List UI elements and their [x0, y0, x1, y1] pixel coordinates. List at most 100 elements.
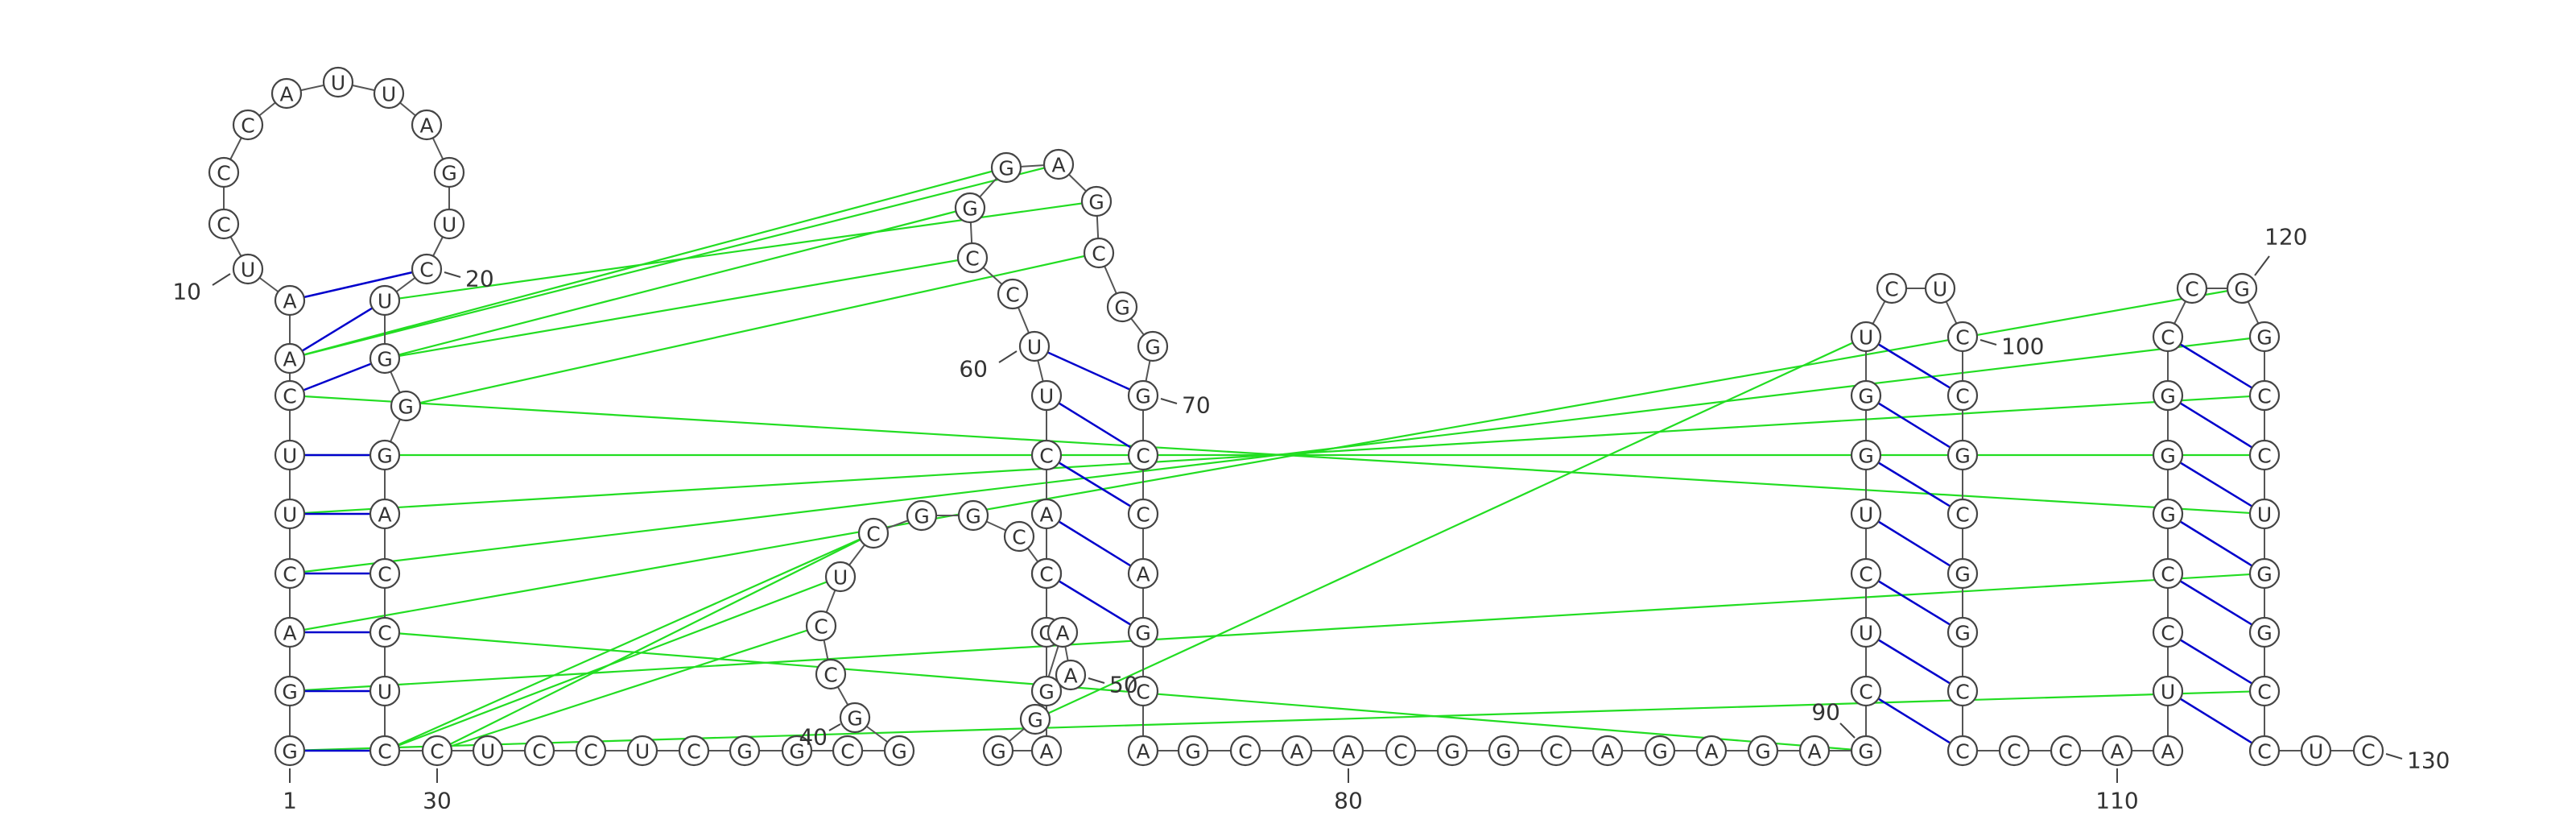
long-range-interaction	[289, 394, 2265, 515]
position-label: 50	[1109, 672, 1138, 698]
nucleotide-letter: U	[1039, 385, 1054, 408]
nucleotide-letter: A	[1039, 503, 1053, 527]
nucleotide-36: G	[729, 735, 761, 767]
nucleotide-19: U	[433, 208, 465, 240]
nucleotide-letter: C	[283, 563, 296, 586]
nucleotide-letter: U	[2309, 740, 2323, 764]
nucleotide-9: A	[274, 284, 306, 317]
nucleotide-letter: G	[2256, 622, 2272, 645]
position-label: 70	[1182, 392, 1211, 419]
nucleotide-letter: G	[1135, 385, 1150, 408]
nucleotide-62: C	[956, 242, 989, 274]
nucleotide-letter: A	[1063, 664, 1077, 688]
base-pair-line	[1865, 689, 1963, 752]
nucleotide-34: U	[626, 735, 658, 767]
nucleotide-37: G	[781, 735, 813, 767]
long-range-interaction	[289, 163, 1059, 360]
nucleotide-75: C	[1127, 675, 1159, 707]
nucleotide-letter: C	[814, 615, 828, 639]
nucleotide-letter: U	[2161, 681, 2175, 704]
nucleotide-letter: G	[1496, 740, 1511, 764]
nucleotide-letter: G	[1088, 191, 1104, 214]
nucleotide-letter: U	[442, 213, 456, 237]
nucleotide-letter: G	[377, 445, 392, 468]
nucleotide-59: U	[1030, 379, 1063, 412]
nucleotide-26: C	[369, 557, 401, 590]
nucleotide-letter: C	[430, 740, 444, 764]
base-pair-line	[2167, 335, 2265, 397]
nucleotide-18: G	[433, 156, 465, 188]
nucleotide-letter: U	[382, 83, 396, 106]
nucleotide-64: G	[990, 151, 1022, 184]
nucleotide-15: U	[322, 66, 354, 98]
nucleotide-110: A	[2101, 735, 2133, 767]
nucleotide-35: C	[678, 735, 710, 767]
base-pair-line	[1046, 512, 1144, 575]
nucleotide-letter: G	[1027, 709, 1042, 732]
nucleotide-69: G	[1137, 330, 1169, 362]
nucleotide-17: A	[411, 109, 443, 141]
base-pair-line	[2167, 394, 2265, 457]
nucleotide-96: G	[1850, 379, 1882, 412]
nucleotide-letter: U	[378, 681, 392, 704]
nucleotide-letter: A	[1136, 740, 1150, 764]
nucleotide-letter: G	[1858, 385, 1873, 408]
nucleotide-letter: U	[283, 503, 297, 527]
nucleotide-letter: G	[914, 505, 929, 528]
nucleotide-67: C	[1083, 237, 1115, 269]
nucleotide-21: U	[369, 284, 401, 317]
nucleotide-letter: G	[1114, 296, 1129, 320]
nucleotide-letter: A	[283, 348, 296, 371]
nucleotide-89: A	[1798, 735, 1831, 767]
nucleotide-77: G	[1177, 735, 1209, 767]
nucleotide-98: C	[1876, 272, 1908, 304]
nucleotide-120: G	[2226, 272, 2258, 304]
nucleotide-113: C	[2152, 616, 2184, 648]
long-range-interaction	[289, 689, 2265, 752]
nucleotide-71: C	[1127, 439, 1159, 471]
nucleotide-41: C	[815, 658, 847, 690]
nucleotide-114: C	[2152, 557, 2184, 590]
nucleotide-letter: C	[1039, 563, 1053, 586]
nucleotide-14: A	[270, 77, 303, 110]
long-range-interaction	[1034, 336, 1867, 720]
nucleotide-3: A	[274, 616, 306, 648]
nucleotide-letter: A	[1055, 622, 1069, 645]
nucleotide-105: G	[1946, 616, 1979, 648]
nucleotide-46: G	[957, 499, 989, 532]
nucleotide-82: G	[1436, 735, 1468, 767]
base-pair-line	[2167, 689, 2265, 752]
long-range-interaction	[384, 532, 874, 752]
position-label: 1	[283, 788, 297, 814]
position-label: 20	[465, 266, 494, 292]
long-range-interaction	[384, 256, 973, 360]
nucleotide-29: C	[369, 735, 401, 767]
base-pair-line	[1865, 453, 1963, 515]
nucleotide-letter: U	[241, 259, 255, 282]
number-tick	[444, 271, 461, 278]
nucleotide-letter: C	[584, 740, 597, 764]
nucleotide-55: A	[1030, 735, 1063, 767]
nucleotide-letter: A	[1051, 154, 1065, 177]
nucleotide-90: G	[1850, 735, 1882, 767]
long-range-interaction	[384, 631, 1867, 752]
nucleotide-letter: C	[1136, 681, 1150, 704]
position-label: 100	[2001, 333, 2044, 360]
nucleotide-letter: C	[824, 664, 837, 687]
nucleotide-letter: C	[2257, 445, 2271, 468]
position-label: 130	[2407, 747, 2450, 774]
nucleotide-70: G	[1127, 379, 1159, 412]
nucleotide-letter: U	[481, 740, 495, 764]
nucleotide-50: G	[1030, 675, 1063, 707]
position-label: 110	[2095, 788, 2138, 814]
nucleotide-letter: U	[1859, 503, 1873, 527]
base-pair-line	[1865, 394, 1963, 457]
base-pair-line	[1865, 335, 1963, 397]
nucleotide-letter: G	[1858, 740, 1873, 764]
nucleotide-letter: G	[2160, 503, 2175, 527]
nucleotide-letter: C	[2257, 681, 2271, 704]
nucleotide-10: U	[232, 253, 264, 285]
nucleotide-letter: C	[1005, 284, 1019, 307]
